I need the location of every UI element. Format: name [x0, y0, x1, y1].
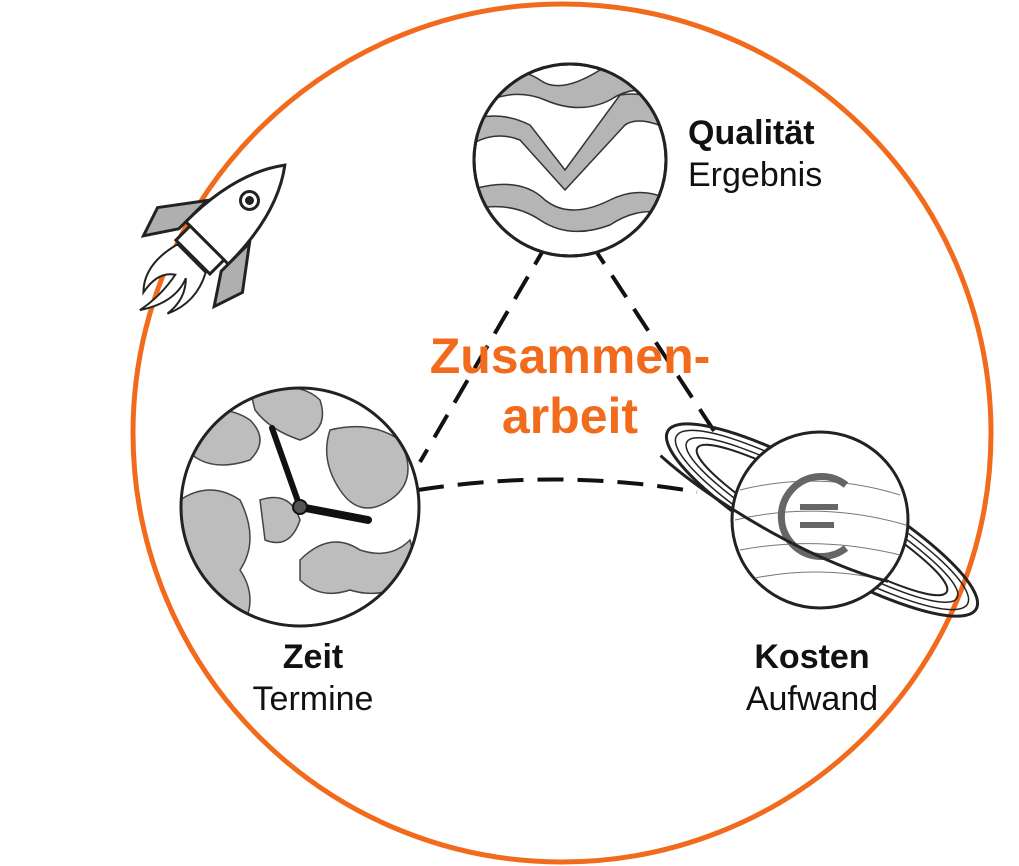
- time-title: Zeit: [282, 638, 344, 676]
- connection-time-cost: [417, 477, 698, 494]
- quality-title: Qualität: [688, 114, 815, 152]
- clock-planet-icon: [179, 386, 421, 628]
- euro-ringed-planet-icon: [659, 422, 980, 618]
- connection-quality-time: [418, 240, 550, 464]
- cost-label: Kosten Aufwand: [712, 636, 912, 720]
- rocket-icon: [139, 163, 287, 315]
- cost-subtitle: Aufwand: [745, 680, 879, 718]
- connection-lines: [417, 240, 720, 494]
- checkmark-planet-icon: [472, 62, 668, 258]
- center-label-line1: Zusammen-: [429, 328, 711, 384]
- quality-subtitle: Ergebnis: [688, 156, 823, 194]
- time-label: Zeit Termine: [213, 636, 413, 720]
- time-subtitle: Termine: [252, 680, 374, 718]
- outer-orbit-circle: [130, 1, 994, 865]
- quality-label: Qualität Ergebnis: [688, 112, 822, 196]
- cost-title: Kosten: [754, 638, 870, 676]
- center-label-line2: arbeit: [501, 388, 639, 444]
